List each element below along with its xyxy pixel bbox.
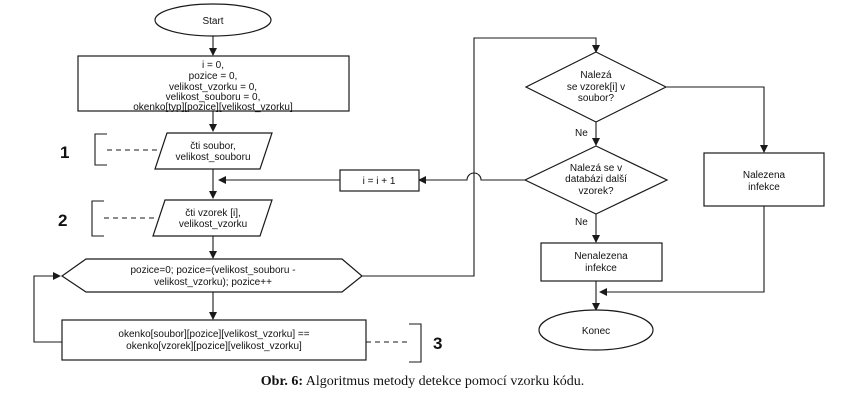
decision2-line-3: vzorek? (578, 186, 613, 197)
decision-pattern-in-file (524, 51, 668, 123)
init-line-5: okenko[typ][pozice][velikost_vzorku] (133, 102, 293, 113)
figure-caption: Obr. 6: Algoritmus metody detekce pomocí… (0, 374, 845, 390)
caption-text: Algoritmus metody detekce pomocí vzorku … (303, 374, 585, 389)
compare-process (61, 319, 367, 361)
found-line-2: infekce (748, 182, 780, 193)
init-line-2: pozice = 0, (189, 71, 238, 82)
init-line-1: i = 0, (202, 60, 224, 71)
arrow-decision2-increment (418, 172, 525, 184)
decision1-line-1: Nalezá (580, 70, 612, 81)
read-pattern-line-2: velikost_vzorku (179, 219, 247, 230)
decision2-line-1: Nalezá se v (570, 163, 622, 174)
init-process (77, 55, 350, 112)
arrow-compare-loopback (33, 272, 62, 343)
arrow-decision1-found (666, 86, 768, 153)
found-line-1: Nalezena (743, 170, 786, 181)
marker-3-label: 3 (433, 334, 442, 353)
loop-line-1: pozice=0; pozice=(velikost_souboru - (130, 265, 295, 276)
increment-label: i = i + 1 (363, 176, 396, 187)
not-found-line-2: infekce (585, 263, 617, 274)
compare-line-2: okenko[vzorek][pozice][velikost_vzorku] (126, 341, 302, 352)
loop-hexagon (60, 258, 363, 293)
read-file-line-2: velikost_souboru (175, 152, 250, 163)
increment-process (339, 169, 420, 192)
decision-next-pattern (523, 145, 669, 215)
caption-label: Obr. 6: (260, 374, 304, 389)
marker-1-label: 1 (60, 143, 69, 162)
read-file-line-1: čti soubor, (190, 141, 236, 152)
init-line-3: velikost_vzorku = 0, (169, 82, 257, 93)
arrow-loop-decision1 (362, 37, 600, 277)
decision2-line-2: databázi další (565, 174, 627, 185)
read-pattern-line-1: čti vzorek [i], (185, 208, 241, 219)
start-label: Start (202, 16, 223, 27)
loop-line-2: velikost_vzorku); pozice++ (154, 277, 272, 288)
found-process (703, 152, 825, 207)
decision1-line-3: soubor? (578, 93, 615, 104)
marker-1-bracket (94, 133, 107, 166)
end-node (538, 309, 654, 351)
decision1-line-2: se vzorek[i] v (567, 82, 625, 93)
read-pattern-io (152, 199, 273, 237)
marker-2-label: 2 (58, 211, 67, 230)
edge-label-no-1: Ne (575, 128, 588, 139)
not-found-process (540, 242, 663, 282)
not-found-line-1: Nenalezena (574, 251, 628, 262)
edge-label-no-2: Ne (575, 217, 588, 228)
end-label: Konec (582, 326, 610, 337)
read-file-io (154, 132, 273, 170)
init-line-4: velikost_souboru = 0, (166, 92, 261, 103)
arrow-found-end (599, 206, 765, 296)
marker-2-bracket (91, 200, 104, 237)
marker-3-bracket (409, 323, 422, 363)
compare-line-1: okenko[soubor][pozice][velikost_vzorku] … (118, 329, 309, 340)
start-node (154, 3, 272, 37)
